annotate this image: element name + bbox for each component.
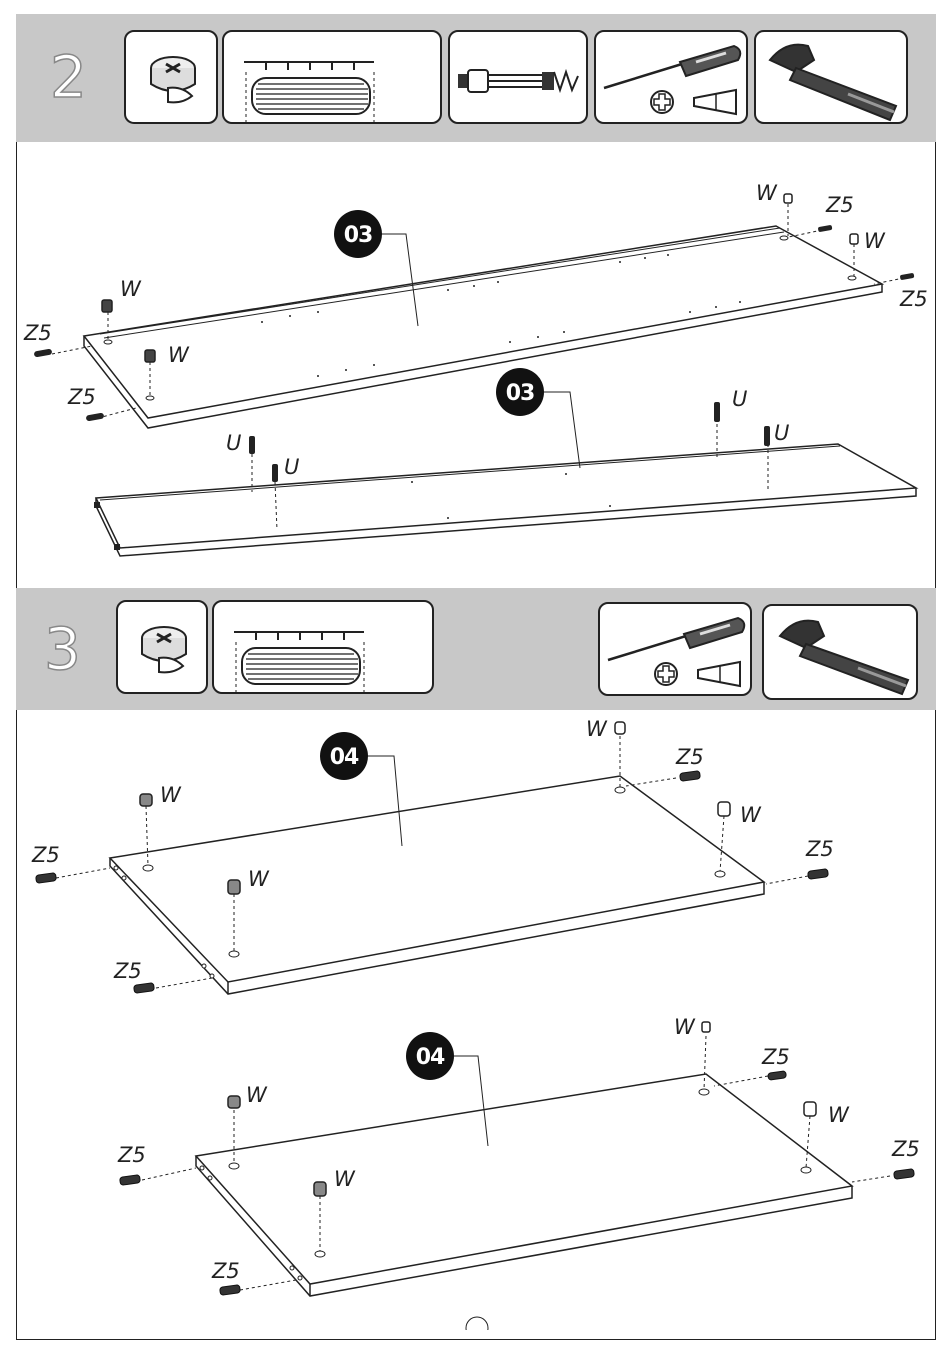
- step-number: 2: [50, 48, 87, 106]
- wall-plug-icon: [448, 30, 588, 124]
- svg-text:04: 04: [416, 1045, 445, 1070]
- svg-text:W: W: [740, 803, 762, 827]
- svg-text:W: W: [586, 717, 608, 741]
- svg-text:W: W: [864, 229, 886, 253]
- step-number: 3: [44, 620, 81, 678]
- svg-text:W: W: [246, 1083, 268, 1107]
- svg-text:Z5: Z5: [899, 287, 928, 311]
- svg-text:W: W: [160, 783, 182, 807]
- screwdriver-icon: [594, 30, 748, 124]
- page-number-circle: [466, 1317, 488, 1330]
- svg-text:04: 04: [330, 745, 359, 770]
- svg-text:03: 03: [344, 223, 373, 248]
- part-badge-03-lower: 03: [496, 368, 544, 416]
- part-badge-04-upper: 04: [320, 732, 368, 780]
- svg-text:W: W: [248, 867, 270, 891]
- svg-text:U: U: [732, 387, 747, 411]
- svg-text:W: W: [674, 1015, 696, 1039]
- hammer-icon: [762, 604, 918, 700]
- svg-text:Z5: Z5: [117, 1143, 146, 1167]
- svg-text:Z5: Z5: [761, 1045, 790, 1069]
- step-2-drawing: 03 03 W W W W Z5 Z5 Z5 Z5 U U U U: [0, 142, 950, 588]
- svg-text:Z5: Z5: [891, 1137, 920, 1161]
- cam-lock-icon: [124, 30, 218, 124]
- svg-text:03: 03: [506, 381, 535, 406]
- svg-text:U: U: [284, 455, 299, 479]
- svg-text:Z5: Z5: [113, 959, 142, 983]
- svg-text:Z5: Z5: [675, 745, 704, 769]
- svg-text:W: W: [120, 277, 142, 301]
- dowel-icon: [212, 600, 434, 694]
- cam-lock-icon: [116, 600, 208, 694]
- svg-text:Z5: Z5: [31, 843, 60, 867]
- svg-text:Z5: Z5: [825, 193, 854, 217]
- svg-text:U: U: [774, 421, 789, 445]
- dowel-icon: [222, 30, 442, 124]
- panel-03-lower: [94, 444, 916, 556]
- svg-text:Z5: Z5: [67, 385, 96, 409]
- svg-text:Z5: Z5: [211, 1259, 240, 1283]
- svg-text:U: U: [226, 431, 241, 455]
- svg-text:Z5: Z5: [805, 837, 834, 861]
- svg-text:Z5: Z5: [23, 321, 52, 345]
- svg-text:W: W: [334, 1167, 356, 1191]
- hammer-icon: [754, 30, 908, 124]
- panel-04-upper: [110, 776, 764, 994]
- svg-text:W: W: [828, 1103, 850, 1127]
- screwdriver-icon: [598, 602, 752, 696]
- part-badge-03-upper: 03: [334, 210, 382, 258]
- panel-04-lower: [196, 1074, 852, 1296]
- svg-text:W: W: [168, 343, 190, 367]
- svg-text:W: W: [756, 181, 778, 205]
- step-3-drawing: 04 04 W W W W Z5 Z5 Z5 Z5 W W W W Z5 Z5 …: [0, 710, 950, 1330]
- part-badge-04-lower: 04: [406, 1032, 454, 1080]
- panel-03-upper: [84, 226, 882, 428]
